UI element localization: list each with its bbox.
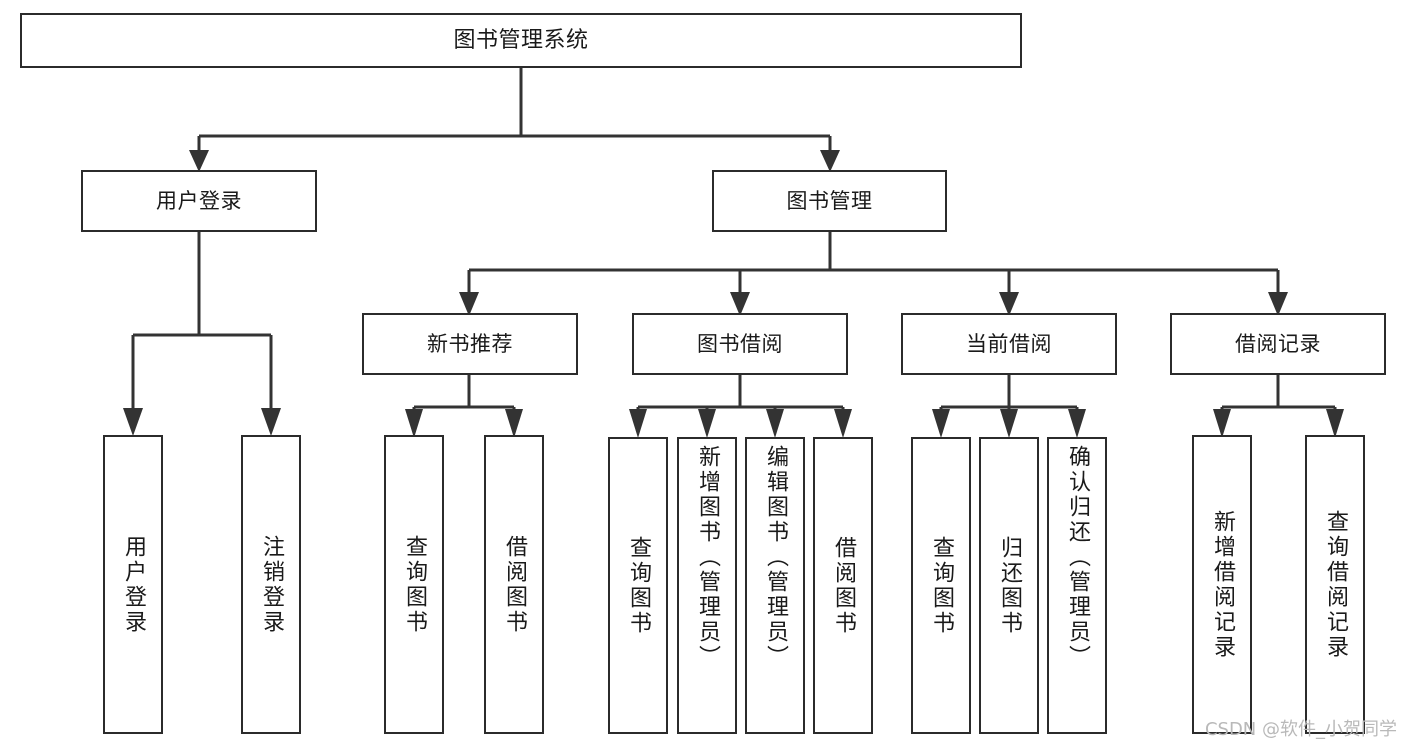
node-book-borrow[interactable]: 图书借阅 bbox=[632, 313, 848, 375]
leaf-query-record[interactable]: 查询借阅记录 bbox=[1305, 435, 1365, 734]
arrow-br-leaf-2 bbox=[1326, 409, 1344, 438]
node-user-login[interactable]: 用户登录 bbox=[81, 170, 317, 232]
node-book-management-label: 图书管理 bbox=[786, 188, 873, 213]
leaf-borrow-book-1[interactable]: 借阅图书 bbox=[484, 435, 544, 734]
arrow-bb-leaf-4 bbox=[834, 409, 852, 438]
leaf-user-login[interactable]: 用户登录 bbox=[103, 435, 163, 734]
arrow-bb-leaf-1 bbox=[629, 409, 647, 438]
node-current-borrow-label: 当前借阅 bbox=[966, 331, 1052, 356]
arrow-nb-leaf-1 bbox=[405, 409, 423, 438]
arrow-user-login bbox=[189, 150, 209, 172]
csdn-watermark: CSDN @软件_小贺同学 bbox=[1204, 719, 1397, 740]
leaf-add-record-label: 新增借阅记录 bbox=[1210, 509, 1235, 660]
node-user-login-label: 用户登录 bbox=[156, 188, 242, 213]
node-book-management[interactable]: 图书管理 bbox=[712, 170, 947, 232]
arrow-bb-leaf-3 bbox=[766, 409, 784, 438]
arrow-cb-leaf-3 bbox=[1068, 409, 1086, 438]
leaf-query-book-1[interactable]: 查询图书 bbox=[384, 435, 444, 734]
leaf-query-book-3-label: 查询图书 bbox=[929, 535, 954, 636]
leaf-query-book-2-label: 查询图书 bbox=[626, 535, 651, 636]
leaf-add-record[interactable]: 新增借阅记录 bbox=[1192, 435, 1252, 734]
node-book-borrow-label: 图书借阅 bbox=[697, 331, 783, 356]
leaf-return-book-label: 归还图书 bbox=[997, 535, 1022, 636]
node-root-system[interactable]: 图书管理系统 bbox=[20, 13, 1022, 68]
leaf-confirm-return-label: 确认归还（管理员） bbox=[1065, 445, 1090, 670]
leaf-edit-book[interactable]: 编辑图书（管理员） bbox=[745, 437, 805, 734]
arrow-bb-leaf-2 bbox=[698, 409, 716, 438]
node-new-book-recommend-label: 新书推荐 bbox=[427, 331, 513, 356]
arrow-nb-leaf-2 bbox=[505, 409, 523, 438]
leaf-borrow-book-1-label: 借阅图书 bbox=[502, 534, 527, 635]
leaf-query-record-label: 查询借阅记录 bbox=[1323, 509, 1348, 660]
leaf-borrow-book-2-label: 借阅图书 bbox=[831, 535, 856, 636]
leaf-logout-login[interactable]: 注销登录 bbox=[241, 435, 301, 734]
leaf-query-book-3[interactable]: 查询图书 bbox=[911, 437, 971, 734]
node-new-book-recommend[interactable]: 新书推荐 bbox=[362, 313, 578, 375]
leaf-return-book[interactable]: 归还图书 bbox=[979, 437, 1039, 734]
arrow-cb-leaf-2 bbox=[1000, 409, 1018, 438]
leaf-user-login-label: 用户登录 bbox=[121, 534, 146, 635]
leaf-add-book[interactable]: 新增图书（管理员） bbox=[677, 437, 737, 734]
leaf-add-book-label: 新增图书（管理员） bbox=[695, 445, 720, 670]
arrow-cb-leaf-1 bbox=[932, 409, 950, 438]
node-root-system-label: 图书管理系统 bbox=[453, 27, 589, 53]
node-borrow-record[interactable]: 借阅记录 bbox=[1170, 313, 1386, 375]
leaf-confirm-return[interactable]: 确认归还（管理员） bbox=[1047, 437, 1107, 734]
arrow-leaf-logout bbox=[261, 408, 281, 436]
leaf-query-book-2[interactable]: 查询图书 bbox=[608, 437, 668, 734]
leaf-edit-book-label: 编辑图书（管理员） bbox=[763, 445, 788, 670]
node-borrow-record-label: 借阅记录 bbox=[1235, 331, 1321, 356]
arrow-leaf-user-login bbox=[123, 408, 143, 436]
leaf-borrow-book-2[interactable]: 借阅图书 bbox=[813, 437, 873, 734]
node-current-borrow[interactable]: 当前借阅 bbox=[901, 313, 1117, 375]
leaf-query-book-1-label: 查询图书 bbox=[402, 534, 427, 635]
arrow-book-management bbox=[820, 150, 840, 172]
arrow-br-leaf-1 bbox=[1213, 409, 1231, 438]
leaf-logout-login-label: 注销登录 bbox=[259, 534, 284, 635]
